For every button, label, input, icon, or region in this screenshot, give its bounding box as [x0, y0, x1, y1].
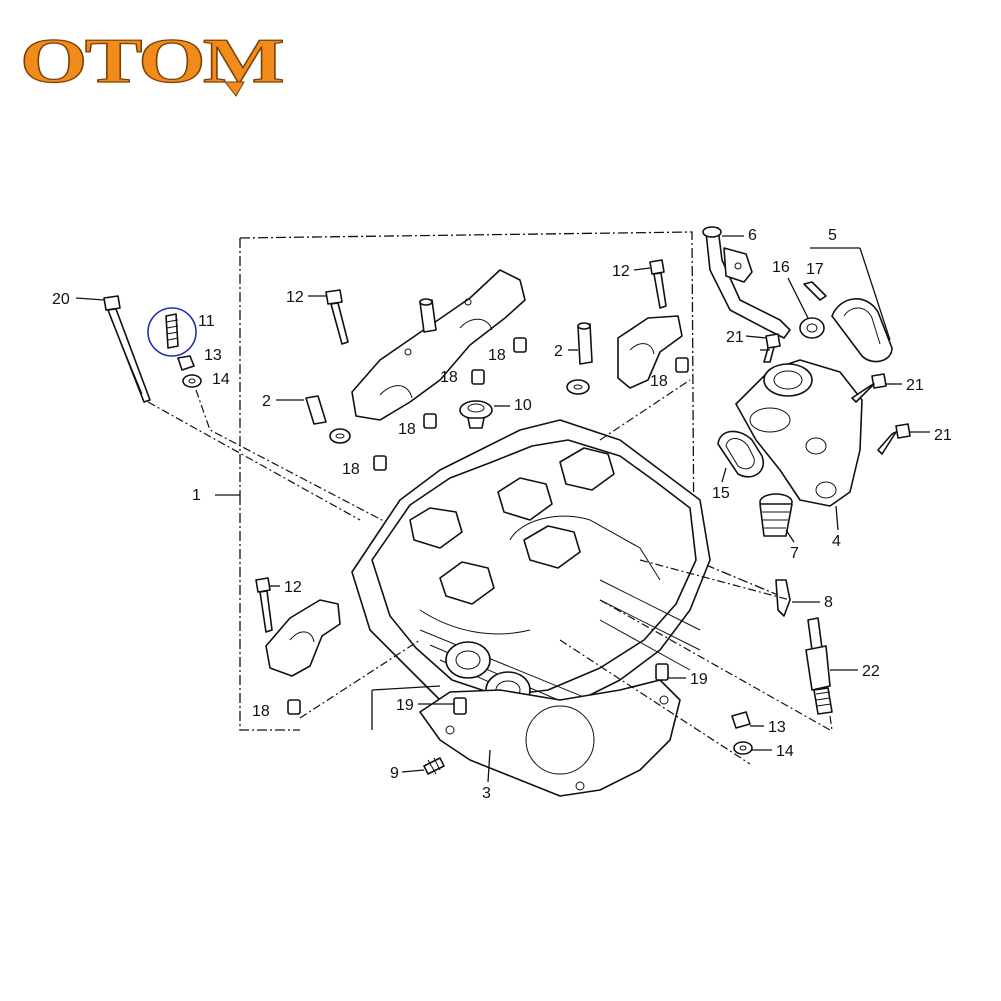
callout-8: 8: [824, 594, 833, 611]
callout-20: 20: [52, 291, 70, 308]
nut-13-left: [177, 355, 195, 371]
callout-19a: 19: [396, 697, 414, 714]
bolt-12-lower-left: [255, 577, 273, 633]
callout-18e: 18: [650, 373, 668, 390]
guide-2-left: [305, 395, 351, 444]
cap-10: [459, 400, 493, 429]
callout-16: 16: [772, 259, 790, 276]
dowel-19-a: [453, 697, 467, 715]
spark-plug-22: [805, 617, 833, 731]
long-bolt-20: [103, 295, 361, 521]
callout-4: 4: [832, 533, 841, 550]
bolt-12-top-right: [649, 259, 667, 309]
callout-10: 10: [514, 397, 532, 414]
callout-12b: 12: [612, 263, 630, 280]
callout-3: 3: [482, 785, 491, 802]
group-boundary: [215, 231, 791, 731]
valve-part-11: [147, 307, 197, 357]
thermostat-7: [759, 493, 793, 537]
callout-12a: 12: [286, 289, 304, 306]
head-gasket-3: [419, 679, 681, 797]
callout-17: 17: [806, 261, 824, 278]
callout-21b: 21: [906, 377, 924, 394]
holder-right-top: [617, 315, 683, 389]
dowel-18-c: [423, 413, 437, 429]
callout-7: 7: [790, 545, 799, 562]
callout-14b: 14: [776, 743, 794, 760]
highlight-circle: [147, 307, 197, 357]
callout-18b: 18: [440, 369, 458, 386]
holder-left-lower: [265, 599, 341, 677]
housing-4: [735, 359, 863, 507]
callout-19b: 19: [690, 671, 708, 688]
clamp-5: [831, 298, 893, 363]
logo-text: OTOM: [20, 25, 283, 96]
callout-13a: 13: [204, 347, 222, 364]
cylinder-head: [351, 419, 711, 746]
water-pipe-6: [702, 226, 791, 339]
dowel-18-a: [513, 337, 527, 353]
dowel-18-f: [287, 699, 301, 715]
logo-tail-shape: [223, 81, 245, 97]
dowel-18-b: [471, 369, 485, 385]
callout-22: 22: [862, 663, 880, 680]
bolt-21-b: [851, 373, 887, 403]
guide-2-center: [566, 322, 593, 395]
screw-17: [803, 281, 827, 301]
stud-9: [423, 757, 445, 775]
washer-14-right: [733, 741, 753, 755]
callouts: 1 2 2 3 4 5 6 7 8 9 10 11 12 12 12 13 13…: [52, 227, 952, 802]
callout-21a: 21: [726, 329, 744, 346]
dowel-18-e: [675, 357, 689, 373]
bolt-21-c: [877, 423, 911, 455]
callout-18a: 18: [488, 347, 506, 364]
callout-2a: 2: [262, 393, 271, 410]
callout-6: 6: [748, 227, 757, 244]
callout-18d: 18: [342, 461, 360, 478]
callout-13b: 13: [768, 719, 786, 736]
assembly-lines: [299, 247, 891, 765]
nut-13-right: [731, 711, 751, 729]
dowel-19-b: [655, 663, 669, 681]
callout-2b: 2: [554, 343, 563, 360]
callout-18f: 18: [252, 703, 270, 720]
bolt-21-a: [763, 333, 781, 363]
brand-logo: OTOM: [19, 24, 285, 97]
callout-15: 15: [712, 485, 730, 502]
bolt-12-top-left: [325, 289, 349, 345]
gasket-15: [717, 430, 765, 478]
callout-1: 1: [192, 487, 201, 504]
washer-14-left: [182, 374, 421, 541]
callout-12c: 12: [284, 579, 302, 596]
callout-14a: 14: [212, 371, 230, 388]
callout-9: 9: [390, 765, 399, 782]
callout-11: 11: [198, 313, 215, 330]
camshaft-holder: [351, 269, 526, 421]
seal-16: [799, 317, 825, 339]
callout-18c: 18: [398, 421, 416, 438]
dowel-18-d: [373, 455, 387, 471]
callout-21c: 21: [934, 427, 952, 444]
callout-5: 5: [828, 227, 837, 244]
